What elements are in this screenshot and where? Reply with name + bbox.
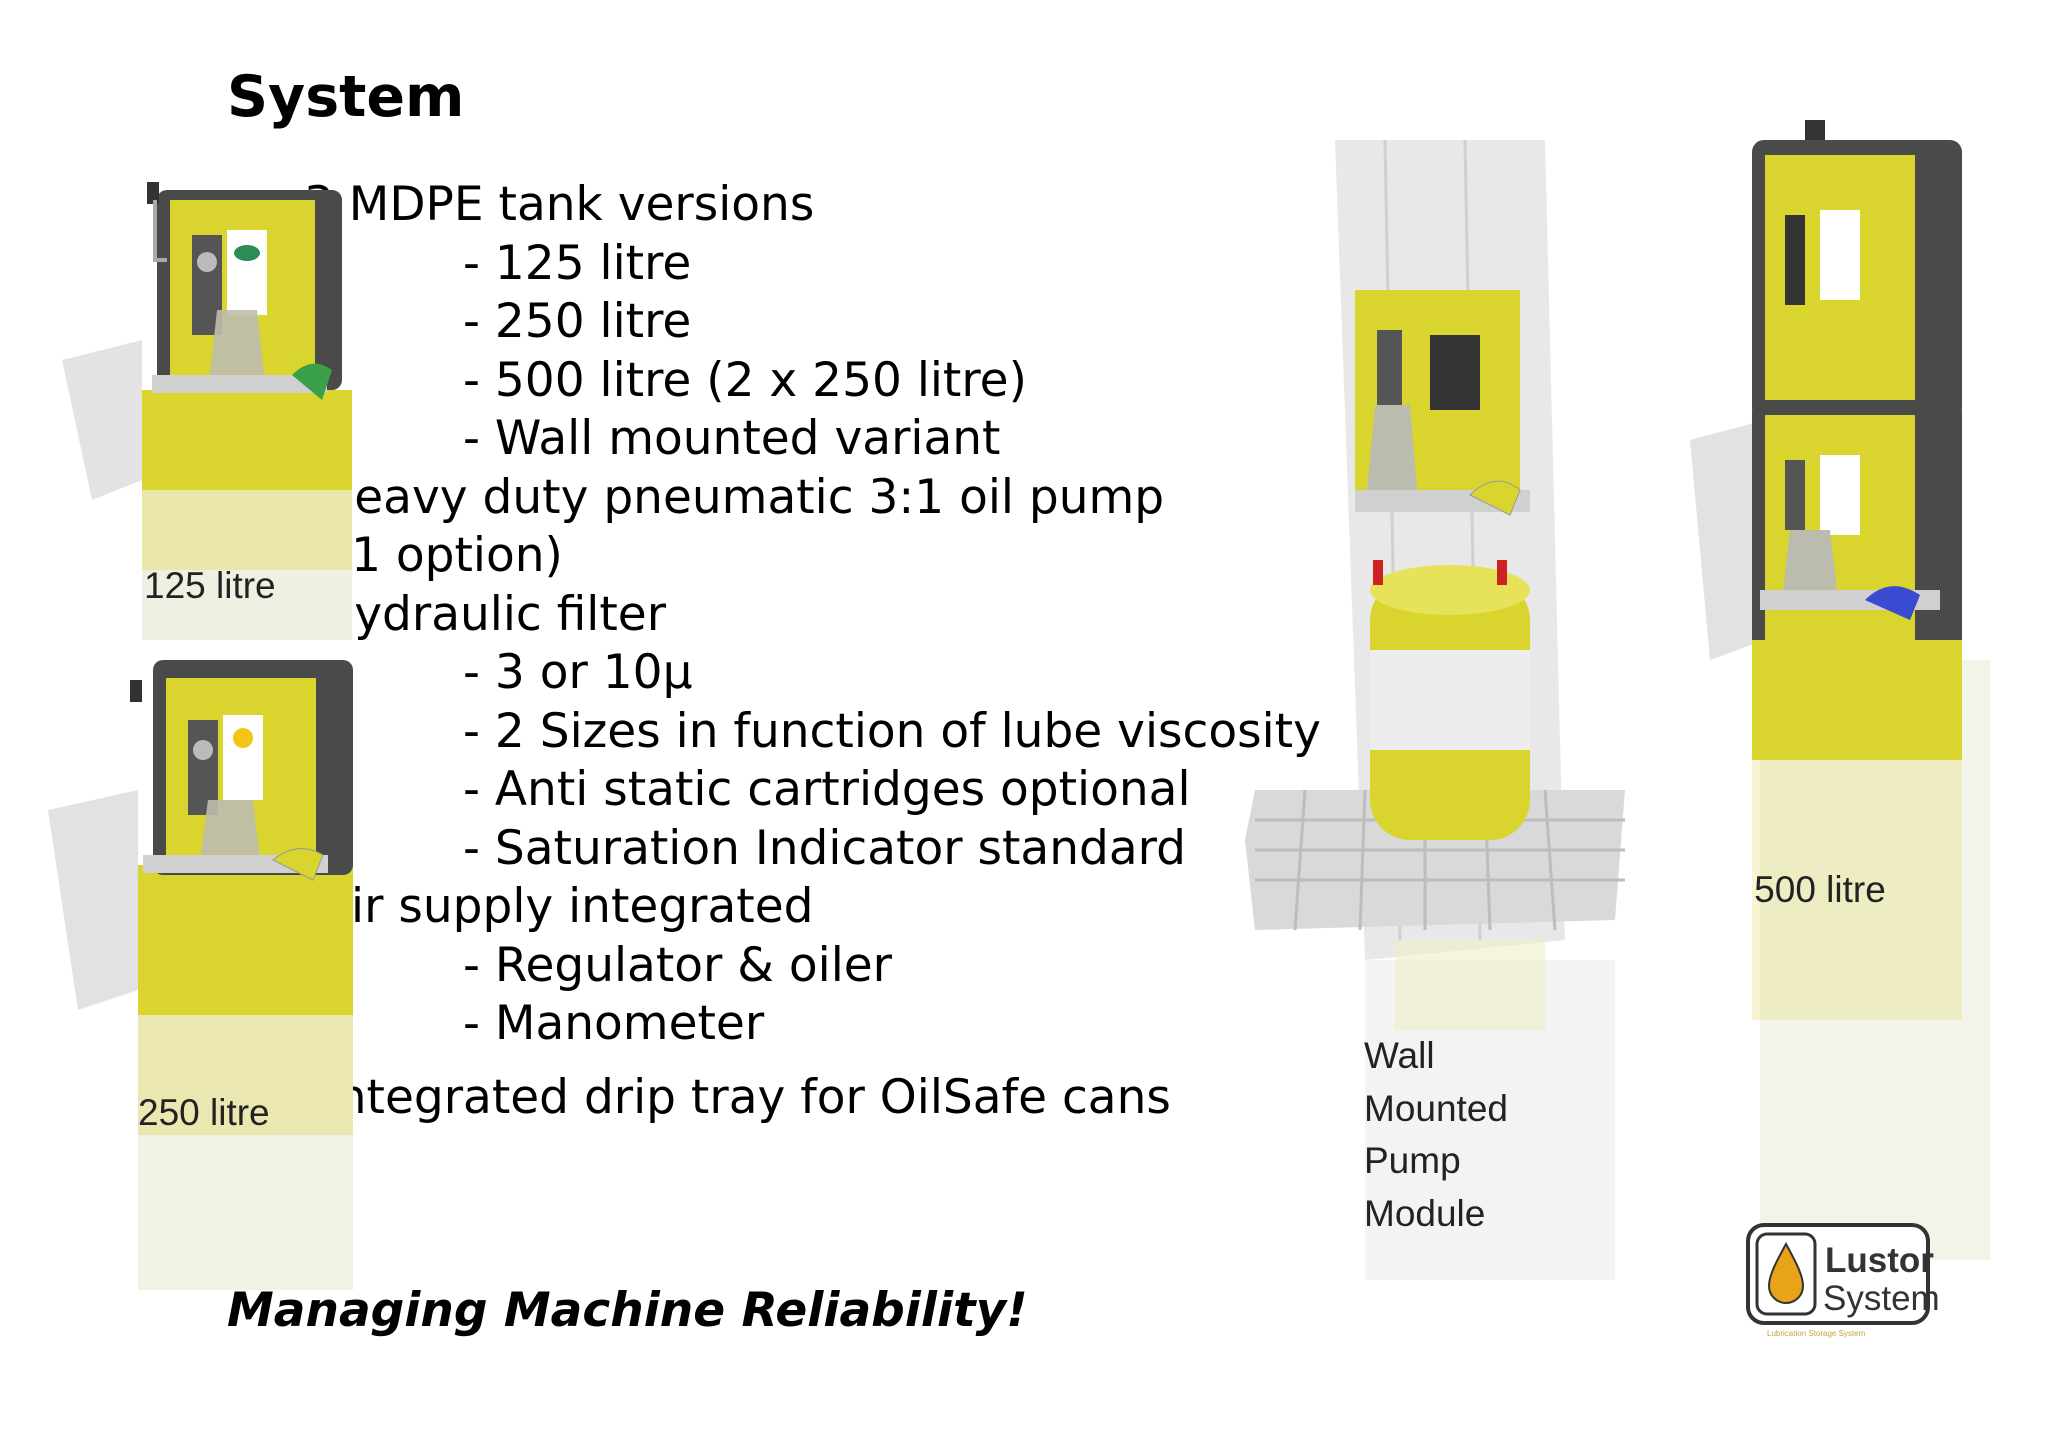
tank-250-illustration: 250 litre (48, 660, 353, 1290)
slide-tagline: Managing Machine Reliability! (227, 1283, 1028, 1338)
bullet-subitem: - 250 litre (463, 294, 692, 349)
bullet-item-drip-tray: - Integrated drip tray for OilSafe cans (287, 1063, 1321, 1128)
bullet-subitem: - Anti static cartridges optional (463, 762, 1191, 817)
caption-line: Pump (1364, 1140, 1461, 1181)
bullet-subitem: - Wall mounted variant (463, 411, 1001, 466)
bullet-item: -3 MDPE tank versions (287, 177, 815, 232)
bullet-item: - Air supply integrated (287, 879, 814, 934)
caption-line: Mounted (1364, 1087, 1508, 1129)
bullet-subitem: - Regulator & oiler (463, 937, 892, 993)
bullet-subitem: - Manometer (463, 996, 765, 1051)
caption-line: Module (1364, 1192, 1486, 1234)
tank-125-illustration: 125 litre (62, 182, 352, 640)
wall-mounted-pump-illustration (1245, 140, 1625, 1280)
bullet-text: Integrated drip tray for OilSafe cans (307, 1069, 1171, 1125)
oil-drop-icon (1767, 1241, 1805, 1304)
bullet-item: (5:1 option) (287, 528, 563, 583)
tank-500-illustration: 500 litre (1690, 120, 1990, 1260)
slide-title: System (227, 64, 465, 130)
caption-line: Wall (1364, 1035, 1435, 1076)
lustor-system-logo: Lustor System Lubrication Storage System (1746, 1223, 1940, 1338)
caption-500-litre: 500 litre (1754, 869, 1886, 910)
bullet-subitem: - 2 Sizes in function of lube viscosity (463, 703, 1321, 759)
caption-250-litre: 250 litre (138, 1092, 270, 1133)
svg-text:Lustor: Lustor (1825, 1241, 1934, 1280)
bullet-subitem: - Saturation Indicator standard (463, 820, 1186, 876)
bullet-item: - Heavy duty pneumatic 3:1 oil pump (287, 469, 1165, 525)
bullet-subitem: - 3 or 10µ (463, 645, 693, 700)
bullet-item: - Hydraulic filter (287, 586, 667, 642)
caption-125-litre: 125 litre (144, 565, 276, 606)
bullet-subitem: - 125 litre (463, 235, 692, 291)
bullet-subitem: - 500 litre (2 x 250 litre) (463, 352, 1027, 408)
svg-text:Lubrication Storage System: Lubrication Storage System (1767, 1329, 1866, 1338)
svg-text:System: System (1823, 1279, 1940, 1318)
caption-wall-mounted-pump: Wall Mounted Pump Module (1364, 1030, 1564, 1240)
feature-list: -3 MDPE tank versions - 125 litre - 250 … (287, 176, 1321, 1127)
